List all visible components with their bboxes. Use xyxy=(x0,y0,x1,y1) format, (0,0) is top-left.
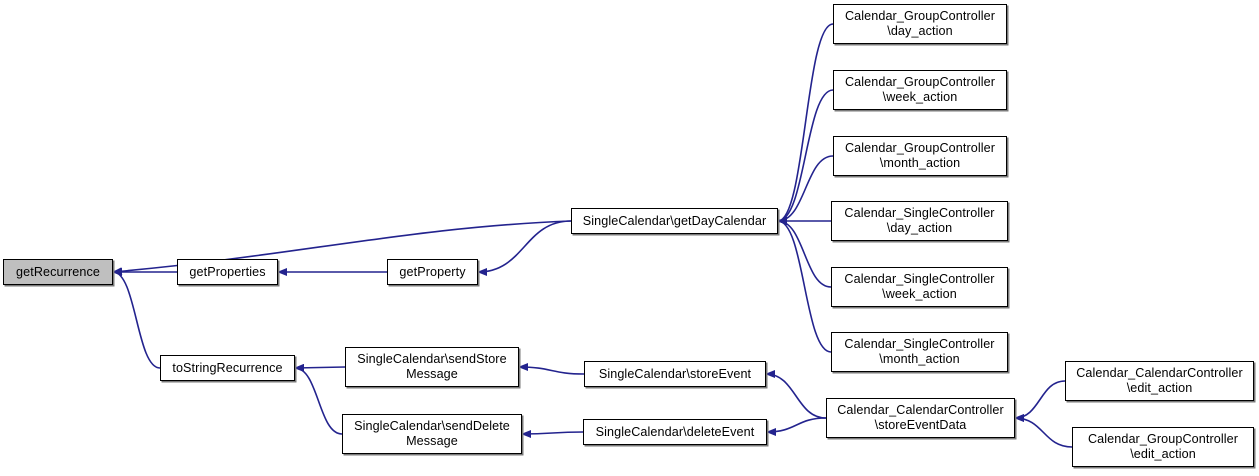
graph-node-single_month[interactable]: Calendar_SingleController \month_action xyxy=(831,332,1008,372)
edge-group_month-to-getDayCalendar xyxy=(777,155,834,225)
edge-group_week-to-getDayCalendar xyxy=(777,89,834,225)
edge-storeEventData-to-deleteEvent xyxy=(766,417,827,436)
edge-single_week-to-getDayCalendar xyxy=(777,217,832,288)
graph-node-label: Calendar_CalendarController \storeEventD… xyxy=(837,403,1004,432)
graph-node-storeEventData[interactable]: Calendar_CalendarController \storeEventD… xyxy=(826,398,1015,438)
edge-deleteEvent-to-sendDeleteMessage xyxy=(521,429,584,438)
graph-node-group_edit[interactable]: Calendar_GroupController \edit_action xyxy=(1072,427,1254,467)
graph-node-label: toStringRecurrence xyxy=(172,360,283,375)
graph-node-sendDeleteMessage[interactable]: SingleCalendar\sendDelete Message xyxy=(342,414,522,454)
graph-node-label: SingleCalendar\sendStore Message xyxy=(357,352,507,381)
graph-node-storeEvent[interactable]: SingleCalendar\storeEvent xyxy=(584,361,766,387)
graph-node-label: Calendar_SingleController \week_action xyxy=(844,272,995,301)
graph-node-label: getRecurrence xyxy=(16,264,100,279)
edge-storeEventData-to-storeEvent xyxy=(765,370,827,419)
graph-node-getProperty[interactable]: getProperty xyxy=(387,259,478,285)
edge-toStringRecurrence-to-getRecurrence xyxy=(112,268,161,369)
edge-cal_edit-to-storeEventData xyxy=(1014,380,1066,422)
graph-node-getDayCalendar[interactable]: SingleCalendar\getDayCalendar xyxy=(571,208,778,234)
graph-node-toStringRecurrence[interactable]: toStringRecurrence xyxy=(160,355,295,381)
graph-node-label: Calendar_SingleController \day_action xyxy=(844,206,995,235)
graph-node-label: Calendar_CalendarController \edit_action xyxy=(1076,366,1243,395)
graph-node-deleteEvent[interactable]: SingleCalendar\deleteEvent xyxy=(583,419,767,445)
graph-node-sendStoreMessage[interactable]: SingleCalendar\sendStore Message xyxy=(345,347,519,387)
graph-node-group_day[interactable]: Calendar_GroupController \day_action xyxy=(833,4,1007,44)
graph-node-label: SingleCalendar\sendDelete Message xyxy=(354,419,510,448)
graph-node-label: SingleCalendar\storeEvent xyxy=(598,366,752,381)
graph-node-group_week[interactable]: Calendar_GroupController \week_action xyxy=(833,70,1007,110)
graph-node-label: getProperty xyxy=(399,264,466,279)
graph-node-label: SingleCalendar\deleteEvent xyxy=(595,424,755,439)
graph-node-group_month[interactable]: Calendar_GroupController \month_action xyxy=(833,136,1007,176)
edge-storeEvent-to-sendStoreMessage xyxy=(518,363,585,375)
graph-node-label: Calendar_GroupController \week_action xyxy=(844,75,996,104)
graph-node-label: getProperties xyxy=(189,264,266,279)
edge-group_day-to-getDayCalendar xyxy=(777,23,834,225)
graph-node-getRecurrence[interactable]: getRecurrence xyxy=(3,259,113,285)
edge-getDayCalendar-to-getProperty xyxy=(477,220,572,276)
edge-single_month-to-getDayCalendar xyxy=(777,217,832,353)
graph-node-single_day[interactable]: Calendar_SingleController \day_action xyxy=(831,201,1008,241)
edge-sendDeleteMessage-to-toStringRecurrence xyxy=(294,364,343,435)
edge-sendStoreMessage-to-toStringRecurrence xyxy=(294,363,346,372)
graph-node-label: Calendar_GroupController \day_action xyxy=(844,9,996,38)
graph-node-single_week[interactable]: Calendar_SingleController \week_action xyxy=(831,267,1008,307)
graph-node-cal_edit[interactable]: Calendar_CalendarController \edit_action xyxy=(1065,361,1254,401)
graph-node-label: Calendar_GroupController \edit_action xyxy=(1087,432,1239,461)
graph-node-label: SingleCalendar\getDayCalendar xyxy=(582,213,767,228)
graph-node-getProperties[interactable]: getProperties xyxy=(177,259,278,285)
graph-node-label: Calendar_GroupController \month_action xyxy=(844,141,996,170)
edge-group_edit-to-storeEventData xyxy=(1014,414,1073,448)
graph-node-label: Calendar_SingleController \month_action xyxy=(844,337,995,366)
